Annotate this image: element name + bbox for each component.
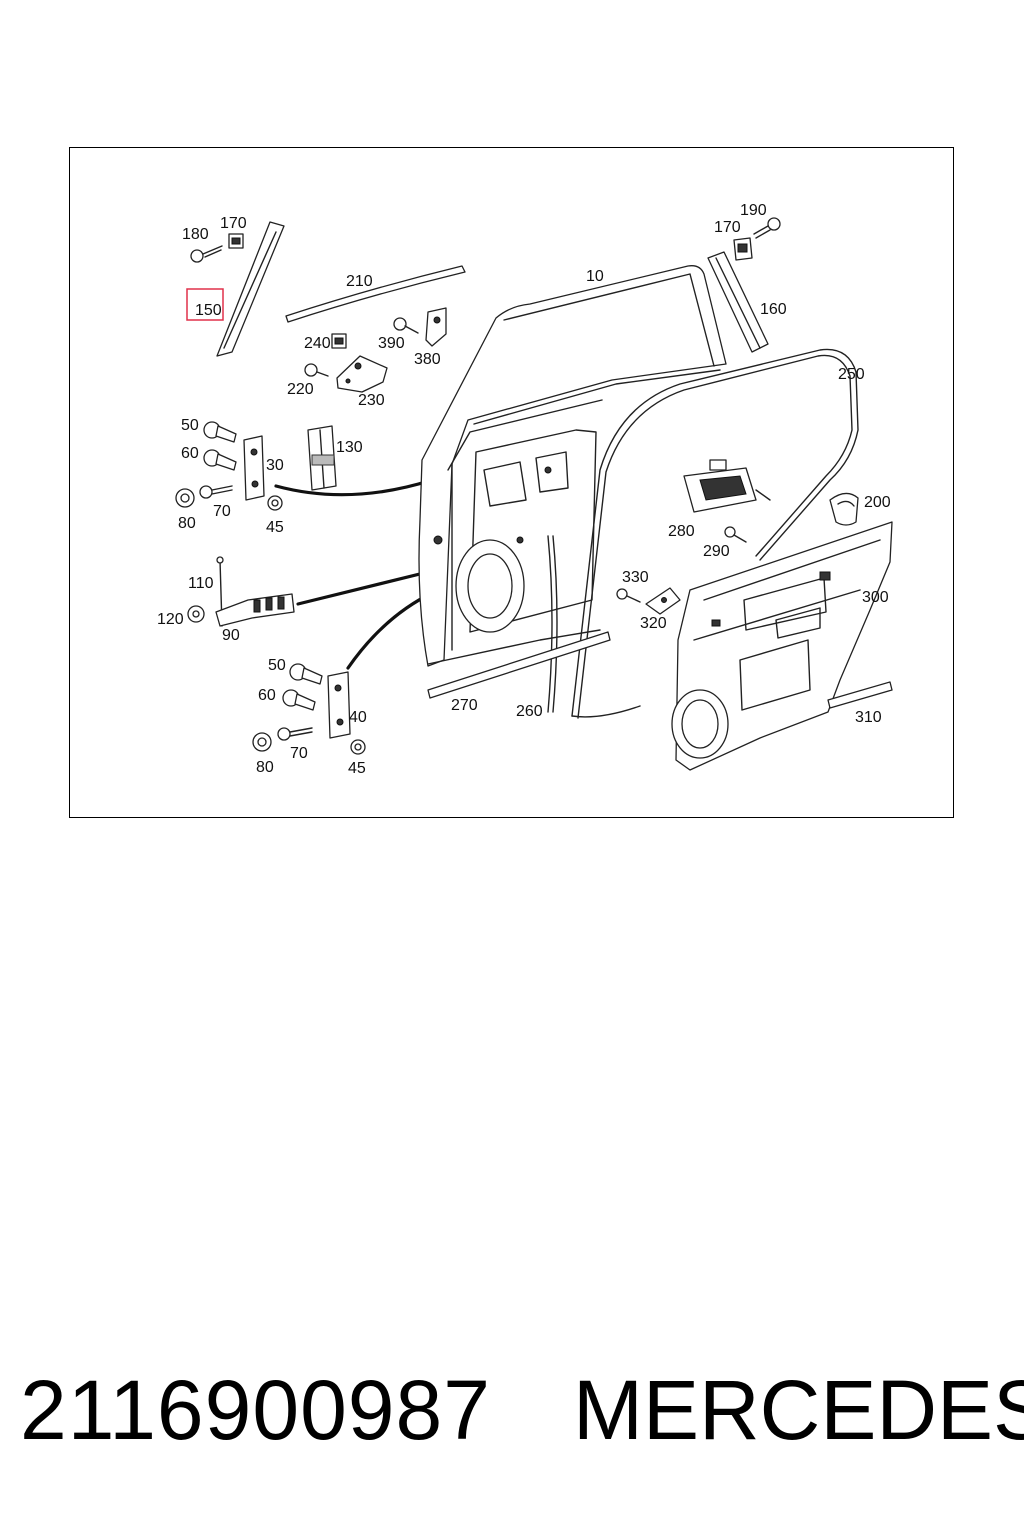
screw-70-upper[interactable]: [199, 485, 233, 499]
screw-190[interactable]: [753, 217, 781, 239]
clip-170-left[interactable]: [228, 233, 244, 249]
bolt-330[interactable]: [616, 588, 641, 603]
label-220[interactable]: 220: [287, 381, 314, 398]
seal-250[interactable]: [571, 348, 859, 719]
label-50-lower[interactable]: 50: [268, 657, 286, 674]
brand-name: MERCEDES: [573, 1363, 1024, 1457]
label-190[interactable]: 190: [740, 202, 767, 219]
label-30[interactable]: 30: [266, 457, 284, 474]
strip-270[interactable]: [427, 631, 611, 699]
label-210[interactable]: 210: [346, 273, 373, 290]
trim-panel-300[interactable]: [671, 521, 893, 771]
nut-80-lower[interactable]: [252, 732, 272, 752]
door-shell-10[interactable]: [418, 265, 727, 667]
part-number: 2116900987: [20, 1363, 491, 1457]
rod-310[interactable]: [827, 681, 893, 709]
label-290[interactable]: 290: [703, 543, 730, 560]
label-10[interactable]: 10: [586, 268, 604, 285]
label-260[interactable]: 260: [516, 703, 543, 720]
bolt-60-upper[interactable]: [203, 449, 237, 471]
label-80-lower[interactable]: 80: [256, 759, 274, 776]
bolt-390[interactable]: [393, 317, 419, 334]
cover-200[interactable]: [829, 492, 859, 526]
label-60-lower[interactable]: 60: [258, 687, 276, 704]
bolt-50-lower[interactable]: [289, 663, 323, 685]
part-210-belt-molding[interactable]: [285, 265, 466, 323]
label-170-left[interactable]: 170: [220, 215, 247, 232]
label-40[interactable]: 40: [349, 709, 367, 726]
hinge-40[interactable]: [327, 671, 351, 739]
label-170-right[interactable]: 170: [714, 219, 741, 236]
label-90[interactable]: 90: [222, 627, 240, 644]
label-270[interactable]: 270: [451, 697, 478, 714]
bracket-230[interactable]: [336, 355, 388, 393]
label-70-lower[interactable]: 70: [290, 745, 308, 762]
label-180[interactable]: 180: [182, 226, 209, 243]
nut-120[interactable]: [187, 605, 205, 623]
screw-70-lower[interactable]: [277, 727, 313, 741]
bolt-60-lower[interactable]: [282, 689, 316, 711]
label-150[interactable]: 150: [195, 302, 222, 319]
screw-180[interactable]: [190, 245, 223, 263]
check-strap-90[interactable]: [215, 593, 295, 627]
nut-45-upper[interactable]: [267, 495, 283, 511]
label-50-upper[interactable]: 50: [181, 417, 199, 434]
label-70-upper[interactable]: 70: [213, 503, 231, 520]
label-120[interactable]: 120: [157, 611, 184, 628]
bolt-220[interactable]: [304, 363, 329, 377]
module-280[interactable]: [683, 459, 771, 513]
hinge-30[interactable]: [243, 435, 265, 501]
highlight-box: [186, 288, 224, 321]
part-150-trim[interactable]: [216, 221, 285, 357]
label-130[interactable]: 130: [336, 439, 363, 456]
strip-260[interactable]: [547, 535, 558, 713]
label-320[interactable]: 320: [640, 615, 667, 632]
bolt-50-upper[interactable]: [203, 421, 237, 443]
clip-170-right[interactable]: [733, 237, 753, 261]
label-310[interactable]: 310: [855, 709, 882, 726]
label-300[interactable]: 300: [862, 589, 889, 606]
label-45-upper[interactable]: 45: [266, 519, 284, 536]
clip-240[interactable]: [331, 333, 347, 349]
label-380[interactable]: 380: [414, 351, 441, 368]
label-60-upper[interactable]: 60: [181, 445, 199, 462]
bolt-290[interactable]: [724, 526, 747, 543]
footer: 2116900987 MERCEDES: [0, 1362, 1024, 1472]
label-110[interactable]: 110: [188, 575, 214, 592]
nut-80-upper[interactable]: [175, 488, 195, 508]
nut-45-lower[interactable]: [350, 739, 366, 755]
label-80-upper[interactable]: 80: [178, 515, 196, 532]
part-160-trim[interactable]: [707, 251, 769, 353]
label-250[interactable]: 250: [838, 366, 865, 383]
label-230[interactable]: 230: [358, 392, 385, 409]
label-45-lower[interactable]: 45: [348, 760, 366, 777]
label-390[interactable]: 390: [378, 335, 405, 352]
label-200[interactable]: 200: [864, 494, 891, 511]
bracket-320[interactable]: [645, 587, 681, 615]
label-240[interactable]: 240: [304, 335, 331, 352]
label-330[interactable]: 330: [622, 569, 649, 586]
bracket-380[interactable]: [425, 307, 447, 347]
part-130-block[interactable]: [307, 425, 337, 491]
label-280[interactable]: 280: [668, 523, 695, 540]
label-160[interactable]: 160: [760, 301, 787, 318]
